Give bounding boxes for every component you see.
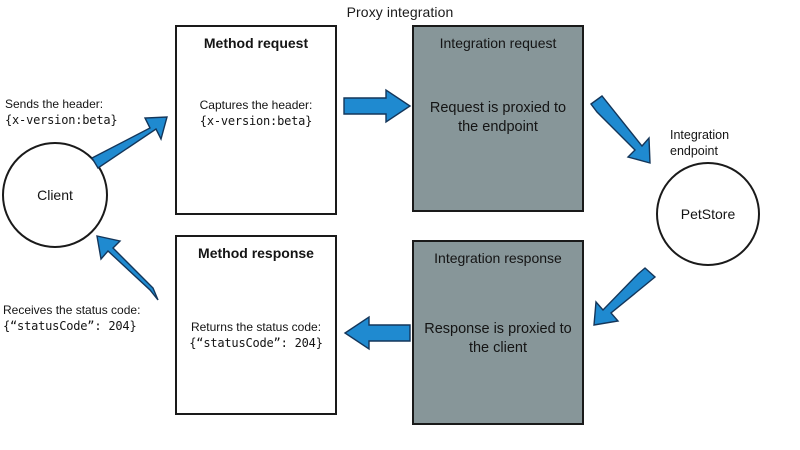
box-method-request-title: Method request <box>203 35 309 51</box>
annotation-receives-status-line2: {“statusCode”: 204} <box>3 319 137 333</box>
box-method-response: Method response Returns the status code:… <box>175 235 337 415</box>
annotation-receives-status-line1: Receives the status code: <box>3 303 141 317</box>
diagram-title: Proxy integration <box>346 4 454 20</box>
box-integration-response-body-line2: the client <box>468 340 528 356</box>
label-integration-endpoint: Integration endpoint <box>670 127 729 159</box>
box-method-response-title: Method response <box>198 245 314 261</box>
arrow-method-request-to-integration-request <box>343 88 412 124</box>
box-integration-response-body: Response is proxied to the client <box>418 320 578 358</box>
node-petstore: PetStore <box>656 162 760 266</box>
box-method-request: Method request Captures the header: {x-v… <box>175 25 337 215</box>
label-integration-endpoint-line2: endpoint <box>670 144 718 158</box>
box-integration-request-body-line1: Request is proxied to <box>429 100 567 116</box>
annotation-sends-header: Sends the header: {x-version:beta} <box>5 96 118 128</box>
annotation-sends-header-line1: Sends the header: <box>5 97 104 111</box>
box-integration-response-title: Integration response <box>434 250 562 266</box>
arrow-method-response-to-client <box>96 235 159 301</box>
box-method-response-body-line2: {“statusCode”: 204} <box>189 336 323 350</box>
box-method-request-body-line1: Captures the header: <box>199 98 313 112</box>
annotation-sends-header-line2: {x-version:beta} <box>5 113 118 127</box>
box-method-request-body-line2: {x-version:beta} <box>199 114 313 128</box>
box-integration-response: Integration response Response is proxied… <box>412 240 584 425</box>
box-integration-request-body: Request is proxied to the endpoint <box>418 99 578 137</box>
arrow-integration-response-to-method-response <box>343 315 411 351</box>
arrow-integration-request-to-endpoint <box>590 95 651 164</box>
box-integration-request: Integration request Request is proxied t… <box>412 25 584 212</box>
node-client-label: Client <box>37 187 73 203</box>
box-method-response-body-line1: Returns the status code: <box>190 320 322 334</box>
box-integration-request-title: Integration request <box>439 35 557 51</box>
node-client: Client <box>2 142 108 248</box>
box-integration-response-body-line1: Response is proxied to <box>424 321 572 337</box>
box-method-response-body: Returns the status code: {“statusCode”: … <box>181 319 331 351</box>
node-petstore-label: PetStore <box>680 206 736 222</box>
box-method-request-body: Captures the header: {x-version:beta} <box>181 97 331 129</box>
box-integration-request-body-line2: the endpoint <box>458 119 538 135</box>
arrow-endpoint-to-integration-response <box>593 267 657 326</box>
label-integration-endpoint-line1: Integration <box>670 128 730 142</box>
annotation-receives-status: Receives the status code: {“statusCode”:… <box>3 302 140 334</box>
